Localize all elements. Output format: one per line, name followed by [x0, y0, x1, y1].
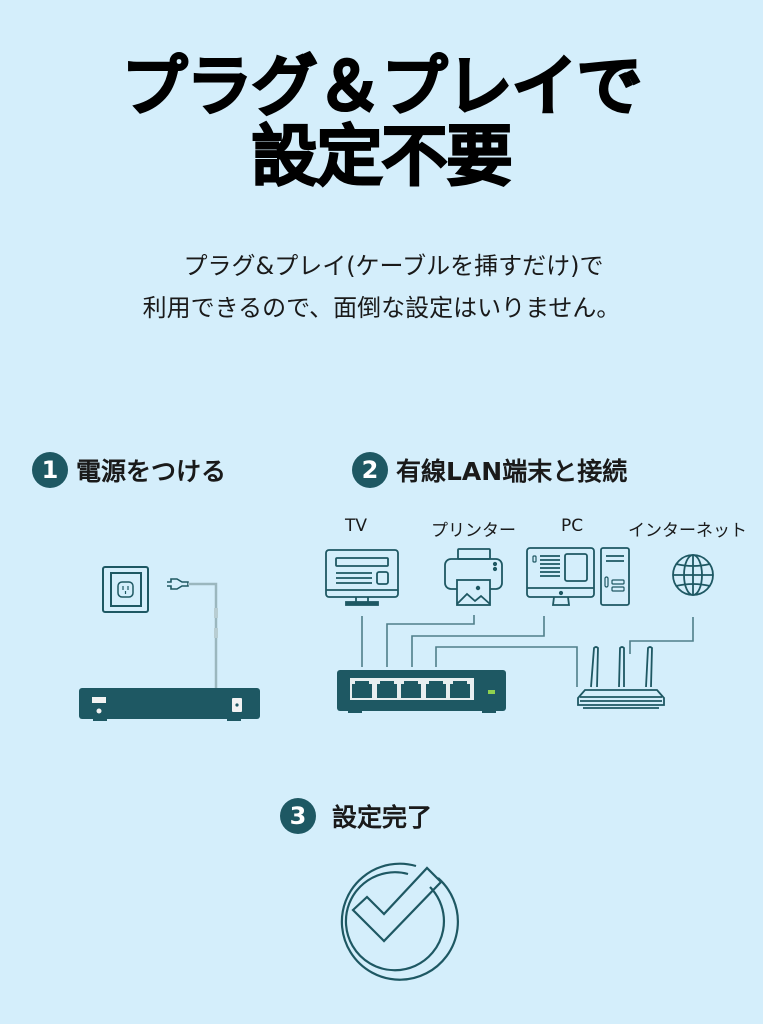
- power-cable: [188, 582, 218, 688]
- device-label-printer: プリンター: [431, 521, 516, 541]
- check-circle-icon: [340, 862, 459, 981]
- page-title: プラグ＆プレイで 設定不要: [0, 48, 763, 195]
- step-2-heading: 2 有線LAN端末と接続: [352, 452, 627, 488]
- globe-icon: [672, 554, 714, 596]
- title-line-1: プラグ＆プレイで: [121, 48, 644, 125]
- device-label-pc: PC: [561, 516, 584, 536]
- description-line-2: 利用できるので、面倒な設定はいりません。: [142, 294, 621, 322]
- device-label-internet: インターネット: [628, 521, 747, 541]
- five-port-switch-icon: [337, 670, 506, 713]
- power-outlet-icon: [102, 566, 149, 613]
- step-2-number-badge: 2: [352, 452, 388, 488]
- tv-icon: [325, 549, 399, 606]
- ethernet-cables: [361, 615, 694, 687]
- step-1-heading: 1 電源をつける: [32, 452, 226, 488]
- wifi-router-icon: [577, 646, 665, 709]
- desktop-pc-icon: [526, 547, 630, 606]
- device-label-tv: TV: [345, 516, 368, 536]
- printer-icon: [444, 548, 503, 606]
- description-line-1: プラグ&プレイ(ケーブルを挿すだけ)で: [183, 252, 604, 280]
- network-switch-icon: [79, 688, 260, 721]
- step-1-number-badge: 1: [32, 452, 68, 488]
- step-3-heading: 3 設定完了: [280, 798, 432, 834]
- step-3-label: 設定完了: [332, 803, 433, 832]
- step-3-number-badge: 3: [280, 798, 316, 834]
- step-1-label: 電源をつける: [76, 457, 227, 486]
- step-2-label: 有線LAN端末と接続: [396, 457, 628, 486]
- description: プラグ&プレイ(ケーブルを挿すだけ)で 利用できるので、面倒な設定はいりません。: [0, 245, 763, 329]
- title-line-2: 設定不要: [251, 118, 514, 195]
- power-plug-icon: [167, 578, 189, 590]
